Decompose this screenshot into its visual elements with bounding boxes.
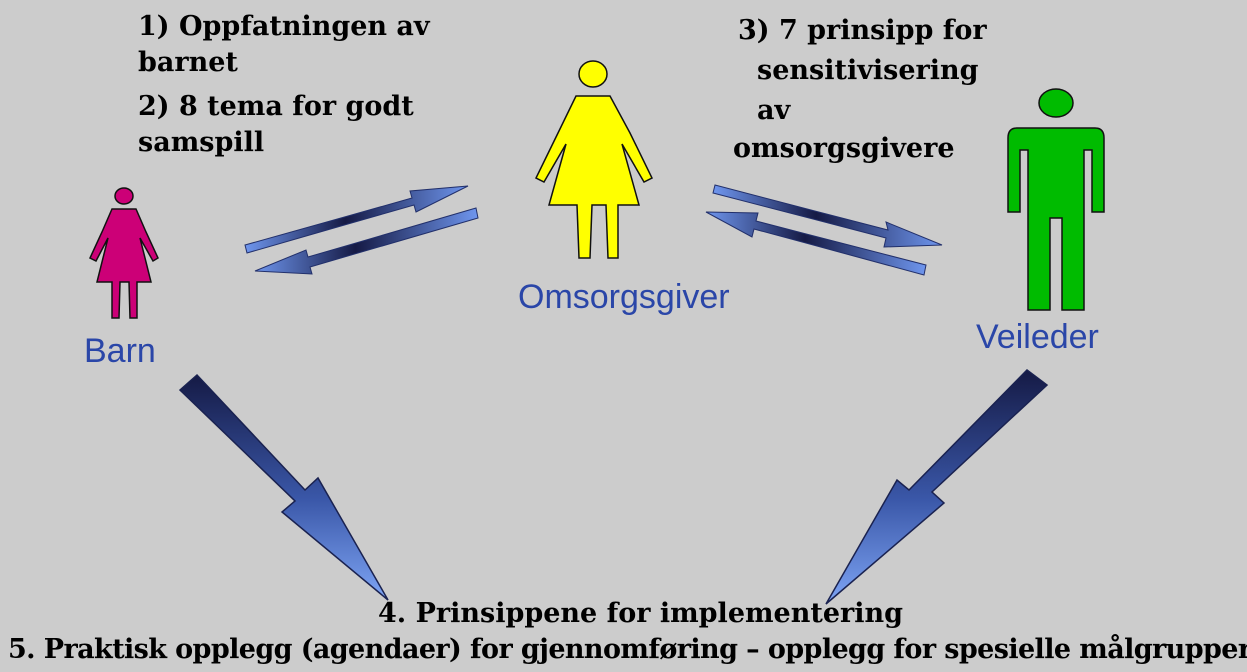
veileder-to-implementation-arrow bbox=[825, 369, 1049, 605]
veileder-label: Veileder bbox=[976, 318, 1099, 356]
veileder-figure-icon bbox=[1007, 88, 1105, 311]
veileder-to-omsorgsgiver-arrow bbox=[705, 211, 927, 276]
omsorgsgiver-figure-icon bbox=[534, 60, 654, 259]
note-3-cont-3: omsorgsgivere bbox=[733, 133, 955, 164]
note-3: 3) 7 prinsipp for bbox=[738, 15, 987, 46]
barn-label: Barn bbox=[84, 332, 156, 370]
implementation-heading: 4. Prinsippene for implementering bbox=[378, 598, 904, 629]
barn-to-omsorgsgiver-arrow bbox=[244, 185, 469, 254]
barn-figure-icon bbox=[89, 187, 159, 319]
practical-plan-heading: 5. Praktisk opplegg (agendaer) for gjenn… bbox=[8, 634, 1247, 665]
note-3-cont-2: av bbox=[757, 95, 791, 126]
barn-to-implementation-arrow bbox=[178, 373, 389, 601]
note-1-cont: barnet bbox=[138, 47, 238, 78]
omsorgsgiver-to-veileder-arrow bbox=[712, 184, 943, 248]
omsorgsgiver-label: Omsorgsgiver bbox=[518, 278, 730, 316]
note-2-cont: samspill bbox=[138, 127, 265, 158]
note-2: 2) 8 tema for godt bbox=[138, 91, 414, 122]
note-1: 1) Oppfatningen av bbox=[138, 11, 430, 42]
note-3-cont-1: sensitivisering bbox=[757, 55, 979, 86]
omsorgsgiver-to-barn-arrow bbox=[254, 207, 479, 275]
